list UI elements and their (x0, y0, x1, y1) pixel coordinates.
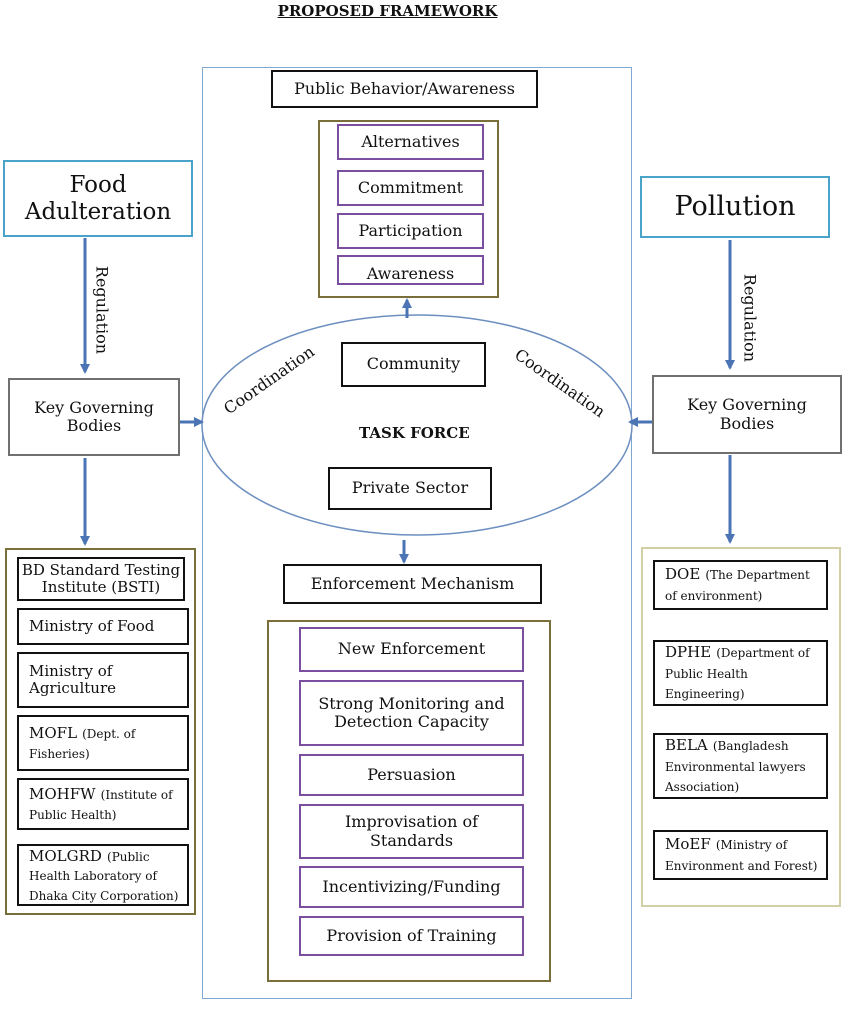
enforcement-item-monitoring: Strong Monitoring and Detection Capacity (299, 680, 524, 746)
pollution-box: Pollution (640, 176, 830, 238)
pollution-body-bela: BELA (Bangladesh Environmental lawyers A… (653, 733, 828, 799)
enforcement-item-new: New Enforcement (299, 627, 524, 672)
pollution-governing-bodies: Key Governing Bodies (652, 375, 842, 454)
enforcement-item-training: Provision of Training (299, 916, 524, 956)
pollution-body-doe: DOE (The Department of environment) (653, 560, 828, 610)
food-body-mofl: MOFL (Dept. of Fisheries) (17, 715, 189, 771)
private-sector-box: Private Sector (328, 467, 492, 510)
food-body-name: MOLGRD (29, 847, 102, 866)
task-force-label: TASK FORCE (359, 424, 470, 442)
public-item-participation: Participation (337, 213, 484, 249)
food-body-bsti: BD Standard Testing Institute (BSTI) (17, 557, 185, 601)
pollution-body-detail: (The Department of environment) (665, 568, 810, 603)
food-body-ministry-food: Ministry of Food (17, 608, 189, 645)
food-body-name: Ministry of Agriculture (29, 661, 116, 697)
pollution-body-dphe: DPHE (Department of Public Health Engine… (653, 640, 828, 706)
central-frame (202, 67, 632, 999)
food-body-name: Ministry of Food (29, 616, 155, 635)
enforcement-item-persuasion: Persuasion (299, 754, 524, 796)
pollution-body-name: MoEF (665, 835, 711, 854)
food-body-mohfw: MOHFW (Institute of Public Health) (17, 778, 189, 830)
food-body-detail: (Institute of Public Health) (29, 788, 173, 822)
food-adulteration-box: Food Adulteration (3, 160, 193, 237)
pollution-body-moef: MoEF (Ministry of Environment and Forest… (653, 830, 828, 880)
pollution-body-name: BELA (665, 735, 708, 754)
food-body-ministry-agriculture: Ministry of Agriculture (17, 652, 189, 708)
pollution-body-name: DOE (665, 565, 701, 584)
food-body-name: MOHFW (29, 785, 96, 803)
diagram-title: PROPOSED FRAMEWORK (277, 2, 498, 20)
food-body-name: MOFL (29, 724, 78, 742)
enforcement-item-funding: Incentivizing/Funding (299, 866, 524, 908)
food-governing-bodies: Key Governing Bodies (8, 378, 180, 456)
food-body-name: BD Standard Testing Institute (BSTI) (21, 560, 181, 596)
enforcement-item-standards: Improvisation of Standards (299, 804, 524, 859)
public-behavior-title: Public Behavior/Awareness (271, 70, 538, 108)
food-regulation-label: Regulation (92, 265, 112, 355)
pollution-body-name: DPHE (665, 642, 712, 661)
food-body-detail: (Dept. of Fisheries) (29, 727, 136, 761)
public-item-alternatives: Alternatives (337, 124, 484, 160)
pollution-body-detail: (Bangladesh Environmental lawyers Associ… (665, 738, 806, 795)
food-body-detail: (Public Health Laboratory of Dhaka City … (29, 850, 179, 903)
food-body-molgrd: MOLGRD (Public Health Laboratory of Dhak… (17, 844, 189, 906)
enforcement-title: Enforcement Mechanism (283, 564, 542, 604)
pollution-regulation-label: Regulation (740, 273, 760, 363)
pollution-body-detail: (Department of Public Health Engineering… (665, 645, 810, 702)
public-item-awareness: Awareness (337, 255, 484, 285)
community-box: Community (341, 342, 486, 387)
pollution-body-detail: (Ministry of Environment and Forest) (665, 838, 818, 873)
public-item-commitment: Commitment (337, 170, 484, 206)
